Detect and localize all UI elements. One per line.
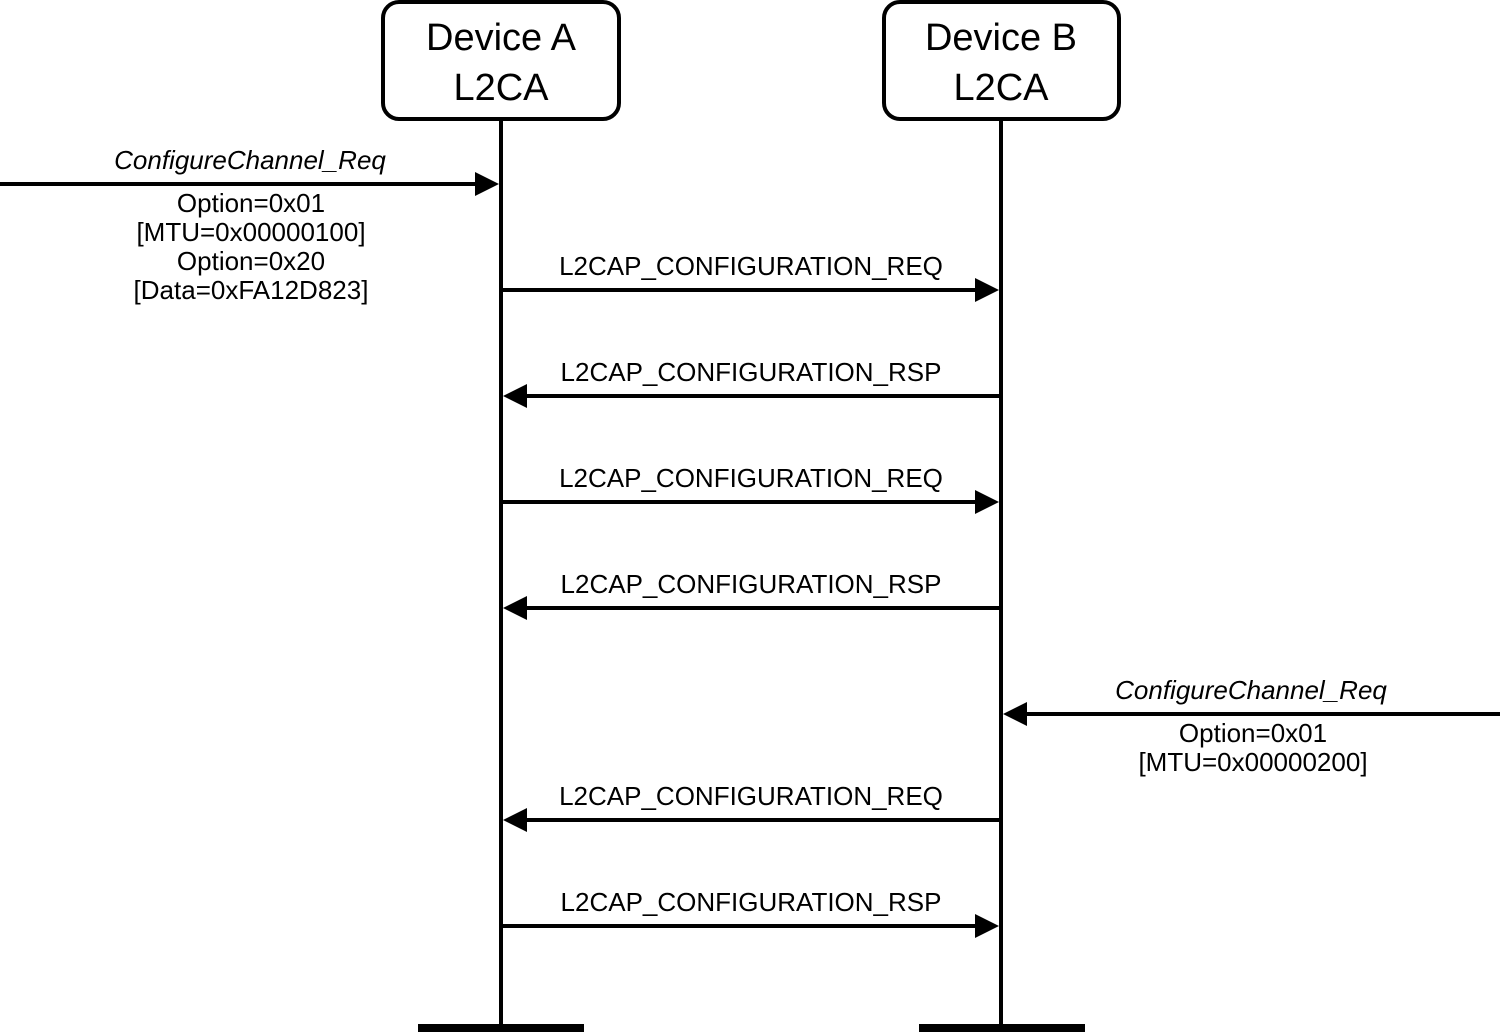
message-6: L2CAP_CONFIGURATION_RSP — [501, 887, 999, 938]
message-1-arrowhead — [975, 278, 999, 302]
message-6-arrowhead — [975, 914, 999, 938]
message-2-arrowhead — [503, 384, 527, 408]
primitive-configure-channel-req-a: ConfigureChannel_Req Option=0x01 [MTU=0x… — [0, 145, 499, 305]
message-5: L2CAP_CONFIGURATION_REQ — [503, 781, 1001, 832]
participant-a-layer: L2CA — [453, 67, 549, 109]
primitive-b-param-2: [MTU=0x00000200] — [1138, 747, 1367, 777]
primitive-a-arrowhead — [475, 172, 499, 196]
primitive-a-param-1: Option=0x01 — [177, 188, 325, 218]
primitive-a-label: ConfigureChannel_Req — [114, 145, 386, 175]
primitive-b-arrowhead — [1003, 702, 1027, 726]
primitive-a-param-4: [Data=0xFA12D823] — [134, 275, 369, 305]
message-1: L2CAP_CONFIGURATION_REQ — [501, 251, 999, 302]
message-3: L2CAP_CONFIGURATION_REQ — [501, 463, 999, 514]
message-1-label: L2CAP_CONFIGURATION_REQ — [559, 251, 943, 281]
message-4: L2CAP_CONFIGURATION_RSP — [503, 569, 1001, 620]
message-3-arrowhead — [975, 490, 999, 514]
primitive-a-param-2: [MTU=0x00000100] — [136, 217, 365, 247]
message-5-arrowhead — [503, 808, 527, 832]
primitive-configure-channel-req-b: ConfigureChannel_Req Option=0x01 [MTU=0x… — [1003, 675, 1500, 777]
primitive-b-label: ConfigureChannel_Req — [1115, 675, 1387, 705]
primitive-a-param-3: Option=0x20 — [177, 246, 325, 276]
message-2-label: L2CAP_CONFIGURATION_RSP — [561, 357, 942, 387]
message-4-label: L2CAP_CONFIGURATION_RSP — [561, 569, 942, 599]
participant-b-layer: L2CA — [953, 67, 1049, 109]
participant-a-name: Device A — [426, 17, 577, 59]
message-5-label: L2CAP_CONFIGURATION_REQ — [559, 781, 943, 811]
message-3-label: L2CAP_CONFIGURATION_REQ — [559, 463, 943, 493]
message-4-arrowhead — [503, 596, 527, 620]
participant-b-name: Device B — [925, 17, 1077, 59]
participant-device-b: Device B L2CA — [882, 0, 1121, 1032]
participant-device-a: Device A L2CA — [381, 0, 621, 1032]
primitive-b-param-1: Option=0x01 — [1179, 718, 1327, 748]
message-6-label: L2CAP_CONFIGURATION_RSP — [561, 887, 942, 917]
message-2: L2CAP_CONFIGURATION_RSP — [503, 357, 1001, 408]
